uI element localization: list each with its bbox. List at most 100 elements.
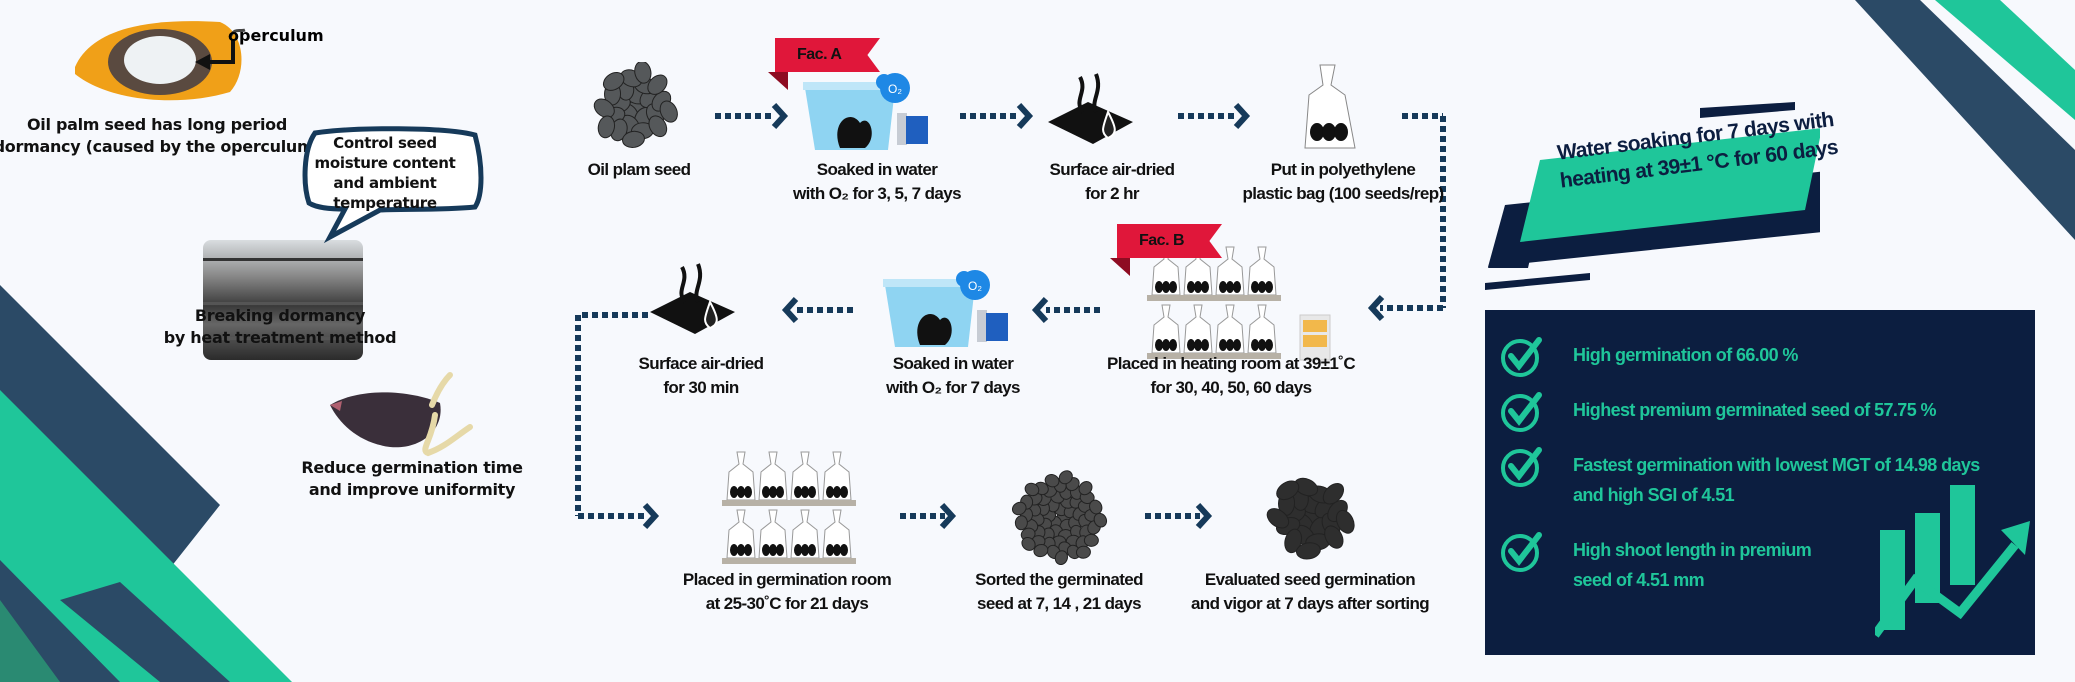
step-caption-5: Placed in heating room at 39±1˚C for 30, … bbox=[1106, 352, 1356, 400]
seed-mark bbox=[1011, 501, 1027, 516]
step-caption-3: Surface air-dried for 2 hr bbox=[1049, 158, 1176, 206]
check-circle-icon bbox=[1501, 447, 1542, 487]
bubble-line: and ambient bbox=[333, 174, 437, 192]
reduce-germination-caption: Reduce germination time and improve unif… bbox=[301, 457, 523, 501]
bubble-line: moisture content bbox=[314, 154, 456, 172]
factor-a-flag: Fac. A bbox=[775, 38, 880, 72]
bubble-line: temperature bbox=[333, 194, 437, 212]
seed-mark bbox=[1276, 480, 1300, 501]
step-caption-line: seed at 7, 14 , 21 days bbox=[977, 594, 1141, 613]
step-caption-line: Evaluated seed germination bbox=[1204, 570, 1416, 589]
seed-mark bbox=[1295, 542, 1321, 560]
seed-mark bbox=[659, 100, 678, 123]
seed-mark bbox=[1054, 550, 1068, 565]
result-line: Highest premium germinated seed of 57.75… bbox=[1573, 400, 1937, 420]
arrow-head-icon bbox=[1233, 102, 1251, 130]
soaking-bucket-o2-icon: O₂ bbox=[803, 73, 928, 150]
step-caption-line: Put in polyethylene bbox=[1270, 160, 1416, 179]
heat-treatment-shelf-photo bbox=[203, 240, 363, 360]
step-caption-line: with O₂ for 3, 5, 7 days bbox=[793, 184, 962, 203]
result-line: seed of 4.51 mm bbox=[1573, 570, 1705, 590]
check-circle-icon bbox=[1501, 392, 1542, 432]
step-caption-line: for 30, 40, 50, 60 days bbox=[1150, 378, 1312, 397]
step-caption-line: Oil plam seed bbox=[587, 160, 691, 179]
arrow-head-icon bbox=[939, 502, 957, 530]
caption-line: Breaking dormancy bbox=[194, 306, 366, 325]
seed-mark bbox=[1093, 512, 1108, 528]
arrow-head-icon bbox=[1016, 102, 1034, 130]
check-circle-icon bbox=[1501, 532, 1542, 572]
breaking-dormancy-caption: Breaking dormancy by heat treatment meth… bbox=[164, 305, 397, 349]
air-drying-icon-2 bbox=[650, 263, 735, 334]
growth-chart-icon bbox=[1875, 485, 2030, 638]
step-caption-2: Soaked in water with O₂ for 3, 5, 7 days bbox=[793, 158, 962, 206]
arrow-head-icon bbox=[1031, 296, 1049, 324]
step-caption-line: Placed in germination room bbox=[682, 570, 892, 589]
seed-mark bbox=[647, 74, 668, 95]
seed-mark bbox=[1335, 509, 1355, 534]
step-caption-line: for 30 min bbox=[663, 378, 739, 397]
seed-mark bbox=[1044, 474, 1060, 488]
step-caption-6: Soaked in water with O₂ for 7 days bbox=[886, 352, 1020, 400]
step-caption-line: Placed in heating room at 39±1˚C bbox=[1106, 354, 1356, 373]
oil-palm-seeds-icon bbox=[593, 62, 678, 149]
result-line: High shoot length in premium bbox=[1573, 540, 1812, 560]
seed-mark bbox=[1024, 482, 1040, 497]
air-drying-icon bbox=[1048, 73, 1133, 144]
seed-mark bbox=[1078, 481, 1093, 496]
step-caption-line: Surface air-dried bbox=[638, 354, 765, 373]
seed-mark bbox=[1033, 543, 1049, 558]
sorted-germinated-seeds-icon bbox=[1011, 470, 1108, 565]
result-banner-shape bbox=[1485, 102, 1820, 290]
bubble-text: Control seed moisture content and ambien… bbox=[315, 133, 456, 213]
result-item: Fastest germination with lowest MGT of 1… bbox=[1573, 450, 1980, 510]
step-caption-line: plastic bag (100 seeds/rep) bbox=[1242, 184, 1444, 203]
factor-b-flag: Fac. B bbox=[1117, 224, 1222, 258]
step-caption-line: for 2 hr bbox=[1085, 184, 1139, 203]
polyethylene-bag-icon bbox=[1304, 64, 1356, 149]
step-caption-line: and vigor at 7 days after sorting bbox=[1190, 594, 1430, 613]
step-caption-line: Soaked in water bbox=[816, 160, 938, 179]
caption-line: Reduce germination time bbox=[301, 458, 523, 477]
step-caption-line: Soaked in water bbox=[892, 354, 1014, 373]
seed-mark bbox=[1075, 545, 1091, 559]
seed-mark bbox=[1021, 536, 1036, 551]
result-line: Fastest germination with lowest MGT of 1… bbox=[1573, 455, 1980, 475]
step-caption-1: Oil plam seed bbox=[588, 158, 691, 182]
caption-line: dormancy (caused by the operculum) bbox=[0, 137, 321, 156]
heating-room-bags-heater-icon bbox=[1147, 246, 1331, 361]
step-caption-line: with O₂ for 7 days bbox=[886, 378, 1020, 397]
o2-label: O₂ bbox=[968, 279, 982, 293]
caption-line: Oil palm seed has long period bbox=[27, 115, 287, 134]
operculum-label: operculum bbox=[228, 26, 324, 45]
seed-mark bbox=[1266, 508, 1290, 529]
result-line: High germination of 66.00 % bbox=[1573, 345, 1798, 365]
step-caption-line: Surface air-dried bbox=[1049, 160, 1176, 179]
result-item: Highest premium germinated seed of 57.75… bbox=[1573, 395, 1937, 425]
seed-mark bbox=[1014, 515, 1028, 531]
step-caption-10: Evaluated seed germination and vigor at 7… bbox=[1190, 568, 1430, 616]
seed-mark bbox=[622, 130, 645, 149]
seed-mark bbox=[1324, 525, 1344, 549]
seed-mark bbox=[648, 115, 668, 138]
seed-mark bbox=[1083, 533, 1099, 547]
evaluated-seeds-icon bbox=[1266, 477, 1355, 560]
arrow-head-icon bbox=[642, 502, 660, 530]
germination-room-bags-icon bbox=[722, 451, 856, 564]
seed-mark bbox=[602, 71, 625, 91]
result-line: and high SGI of 4.51 bbox=[1573, 485, 1735, 505]
seed-mark bbox=[597, 115, 616, 139]
arrow-head-icon bbox=[781, 296, 799, 324]
speech-bubble bbox=[302, 126, 484, 244]
caption-line: by heat treatment method bbox=[163, 328, 397, 347]
soaking-bucket-o2-icon-2: O₂ bbox=[883, 270, 1008, 347]
result-item: High shoot length in premium seed of 4.51… bbox=[1573, 535, 1812, 595]
dormancy-caption: Oil palm seed has long period dormancy (… bbox=[0, 114, 321, 158]
seed-mark bbox=[1058, 470, 1073, 485]
result-item: High germination of 66.00 % bbox=[1573, 340, 1798, 370]
